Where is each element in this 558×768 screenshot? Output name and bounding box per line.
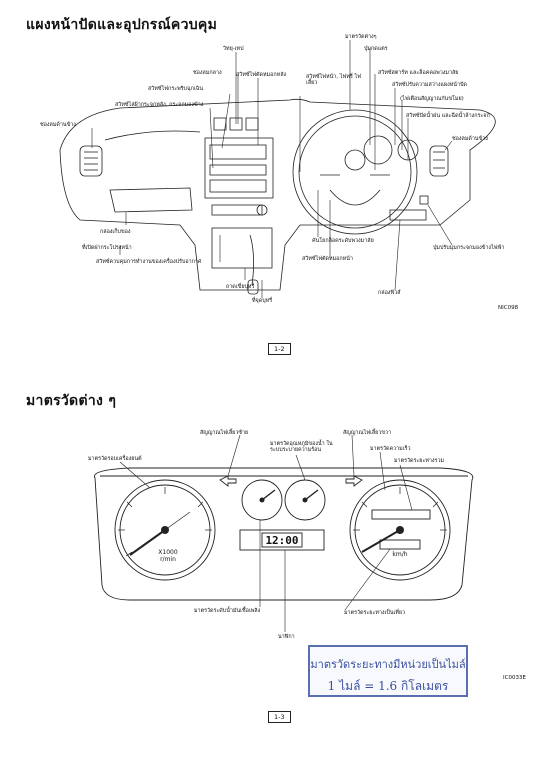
label-center-vent: ช่องลมกลาง (193, 70, 222, 76)
label-cigar-lighter: ที่จุดบุหรี่ (252, 298, 273, 304)
label-wiper: สวิทซ์ปัดน้ำฝน และฉีดน้ำล้างกระจก (406, 113, 490, 119)
label-tilt-lever: คันโยกล็อคระดับพวงมาลัย (312, 238, 374, 244)
dashboard-section-title: แผงหน้าปัดและอุปกรณ์ควบคุม (26, 17, 218, 33)
label-rear-heater: สวิทซ์ไล่ฝ้ากระจกหลัง, กระจกมองข้าง (115, 102, 204, 108)
label-headlight-switch: สวิทซ์ไฟหน้า, ไฟหรี่ ไฟเลี้ยว (306, 74, 361, 86)
figure-code-top: NIC098 (498, 305, 519, 311)
label-ashtray: ถาดเขี่ยบุหรี่ (226, 284, 255, 290)
label-trip-meter: มาตรวัดระยะทางเป็นเที่ยว (344, 610, 406, 616)
stamp-line-2: 1 ไมล์ = 1.6 กิโลเมตร (327, 679, 449, 693)
label-horn: ปุ่มกดแตร (364, 46, 388, 52)
label-buzzer: (ไฟเตือนสัญญาณกันขโมย) (400, 96, 464, 102)
label-climate-control: สวิทซ์ควบคุมการทำงานของเครื่องปรับอากาศ (96, 259, 202, 265)
tach-unit-x1000: X1000 (158, 549, 178, 556)
label-turn-right: สัญญาณไฟเลี้ยวขวา (343, 430, 392, 436)
figure-code-bottom: IC0033E (503, 675, 526, 681)
label-fuse-box: กล่องฟิวส์ (378, 290, 401, 296)
tach-unit-rmin: r/min (160, 556, 176, 563)
page-number-top: 1-2 (268, 343, 291, 355)
speed-unit: km/h (392, 551, 408, 558)
label-temp-gauge: มาตรวัดอุณหภูมิของน้ำ ในระบบระบายความร้อ… (270, 441, 333, 453)
gauges-section-title: มาตรวัดต่าง ๆ (26, 393, 117, 409)
stamp-line-1: มาตรวัดระยะทางมีหน่วยเป็นไมล์ (310, 658, 466, 671)
label-mirror-adjust: ปุ่มปรับมุมกระจกมองข้างไฟฟ้า (433, 245, 505, 251)
label-hood-release: ที่เปิดฝากระโปรงหน้า (82, 245, 132, 251)
page-number-bottom: 1-3 (268, 711, 291, 723)
label-gauges: มาตรวัดต่างๆ (345, 34, 377, 40)
label-side-vent-right: ช่องลมด้านข้าง (452, 136, 488, 142)
clock-display: 12:00 (265, 534, 299, 547)
label-odometer: มาตรวัดระยะทางรวม (394, 458, 445, 464)
label-ignition: สวิทซ์สตาร์ท และล็อคคอพวงมาลัย (378, 70, 459, 76)
mileage-stamp: มาตรวัดระยะทางมีหน่วยเป็นไมล์ 1 ไมล์ = 1… (308, 645, 468, 697)
label-radio: วิทยุ-เทป (223, 46, 244, 52)
label-speedometer: มาตรวัดความเร็ว (370, 446, 411, 452)
label-fuel-gauge: มาตรวัดระดับน้ำมันเชื้อเพลิง (194, 608, 261, 614)
label-side-vent-left: ช่องลมด้านข้าง (40, 122, 76, 128)
label-hazard: สวิทซ์ไฟกระพริบฉุกเฉิน (148, 86, 204, 92)
label-turn-left: สัญญาณไฟเลี้ยวซ้าย (200, 430, 249, 436)
label-rear-defog: สวิทซ์ไฟตัดหมอกหลัง (236, 72, 287, 78)
label-panel-dimmer: สวิทซ์ปรับความสว่างแผงหน้าปัด (392, 82, 467, 88)
label-clock: นาฬิกา (278, 634, 295, 640)
label-tachometer: มาตรวัดรอบเครื่องยนต์ (88, 456, 142, 462)
label-front-fog: สวิทซ์ไฟตัดหมอกหน้า (302, 256, 353, 262)
label-glove-box: กล่องเก็บของ (100, 229, 131, 235)
